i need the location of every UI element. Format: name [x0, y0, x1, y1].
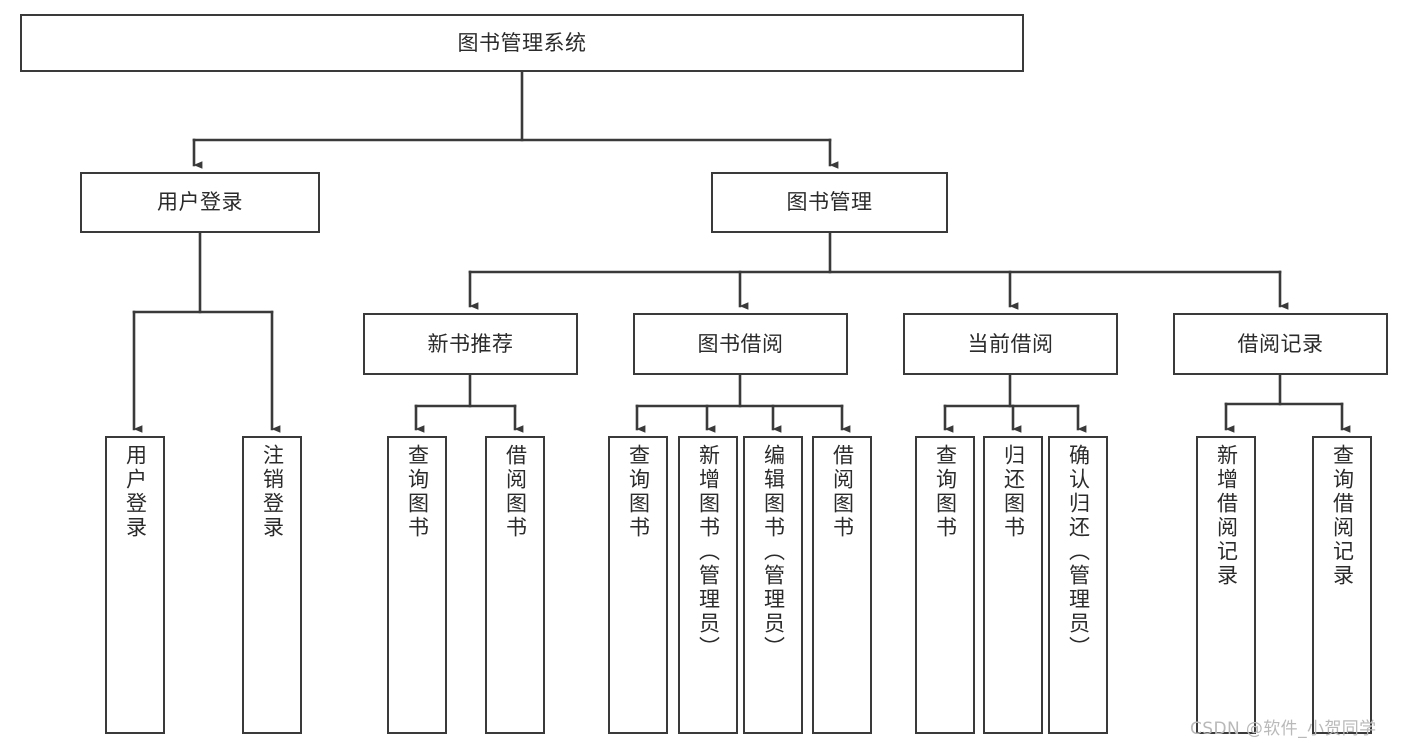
node-leaf-query-book-2-label: 查询图书 — [626, 444, 651, 540]
node-user-login[interactable]: 用户登录 — [80, 172, 320, 233]
node-leaf-logout-label: 注销登录 — [260, 444, 285, 540]
node-leaf-edit-book[interactable]: 编辑图书（管理员） — [743, 436, 803, 734]
node-leaf-logout[interactable]: 注销登录 — [242, 436, 302, 734]
node-book-borrow-label: 图书借阅 — [697, 331, 784, 356]
node-root-label: 图书管理系统 — [457, 30, 587, 55]
node-borrow-record-label: 借阅记录 — [1237, 331, 1324, 356]
node-leaf-query-book-2[interactable]: 查询图书 — [608, 436, 668, 734]
node-leaf-borrow-book-2[interactable]: 借阅图书 — [812, 436, 872, 734]
node-leaf-borrow-book-2-label: 借阅图书 — [830, 444, 855, 540]
node-leaf-add-record[interactable]: 新增借阅记录 — [1196, 436, 1256, 734]
node-borrow-record[interactable]: 借阅记录 — [1173, 313, 1388, 375]
node-current-borrow-label: 当前借阅 — [967, 331, 1054, 356]
node-leaf-edit-book-label: 编辑图书（管理员） — [761, 444, 786, 660]
node-leaf-borrow-book-1-label: 借阅图书 — [503, 444, 528, 540]
node-leaf-query-record[interactable]: 查询借阅记录 — [1312, 436, 1372, 734]
node-leaf-return-book-label: 归还图书 — [1001, 444, 1026, 540]
node-leaf-query-record-label: 查询借阅记录 — [1330, 444, 1355, 588]
node-book-manage-label: 图书管理 — [786, 190, 873, 215]
node-leaf-add-record-label: 新增借阅记录 — [1214, 444, 1239, 588]
node-root[interactable]: 图书管理系统 — [20, 14, 1024, 72]
node-leaf-query-book-1-label: 查询图书 — [405, 444, 430, 540]
node-leaf-query-book-1[interactable]: 查询图书 — [387, 436, 447, 734]
node-book-borrow[interactable]: 图书借阅 — [633, 313, 848, 375]
node-leaf-query-book-3-label: 查询图书 — [933, 444, 958, 540]
node-current-borrow[interactable]: 当前借阅 — [903, 313, 1118, 375]
node-leaf-query-book-3[interactable]: 查询图书 — [915, 436, 975, 734]
node-leaf-confirm-return[interactable]: 确认归还（管理员） — [1048, 436, 1108, 734]
node-user-login-label: 用户登录 — [157, 190, 243, 215]
node-leaf-add-book-label: 新增图书（管理员） — [696, 444, 721, 660]
node-leaf-return-book[interactable]: 归还图书 — [983, 436, 1043, 734]
node-leaf-borrow-book-1[interactable]: 借阅图书 — [485, 436, 545, 734]
node-book-manage[interactable]: 图书管理 — [711, 172, 948, 233]
node-new-book-rec-label: 新书推荐 — [427, 331, 514, 356]
node-leaf-confirm-return-label: 确认归还（管理员） — [1066, 444, 1091, 660]
watermark-text: CSDN @软件_小贺同学 — [1190, 719, 1377, 739]
node-leaf-user-login-label: 用户登录 — [123, 444, 148, 540]
node-new-book-rec[interactable]: 新书推荐 — [363, 313, 578, 375]
node-leaf-add-book[interactable]: 新增图书（管理员） — [678, 436, 738, 734]
node-leaf-user-login[interactable]: 用户登录 — [105, 436, 165, 734]
